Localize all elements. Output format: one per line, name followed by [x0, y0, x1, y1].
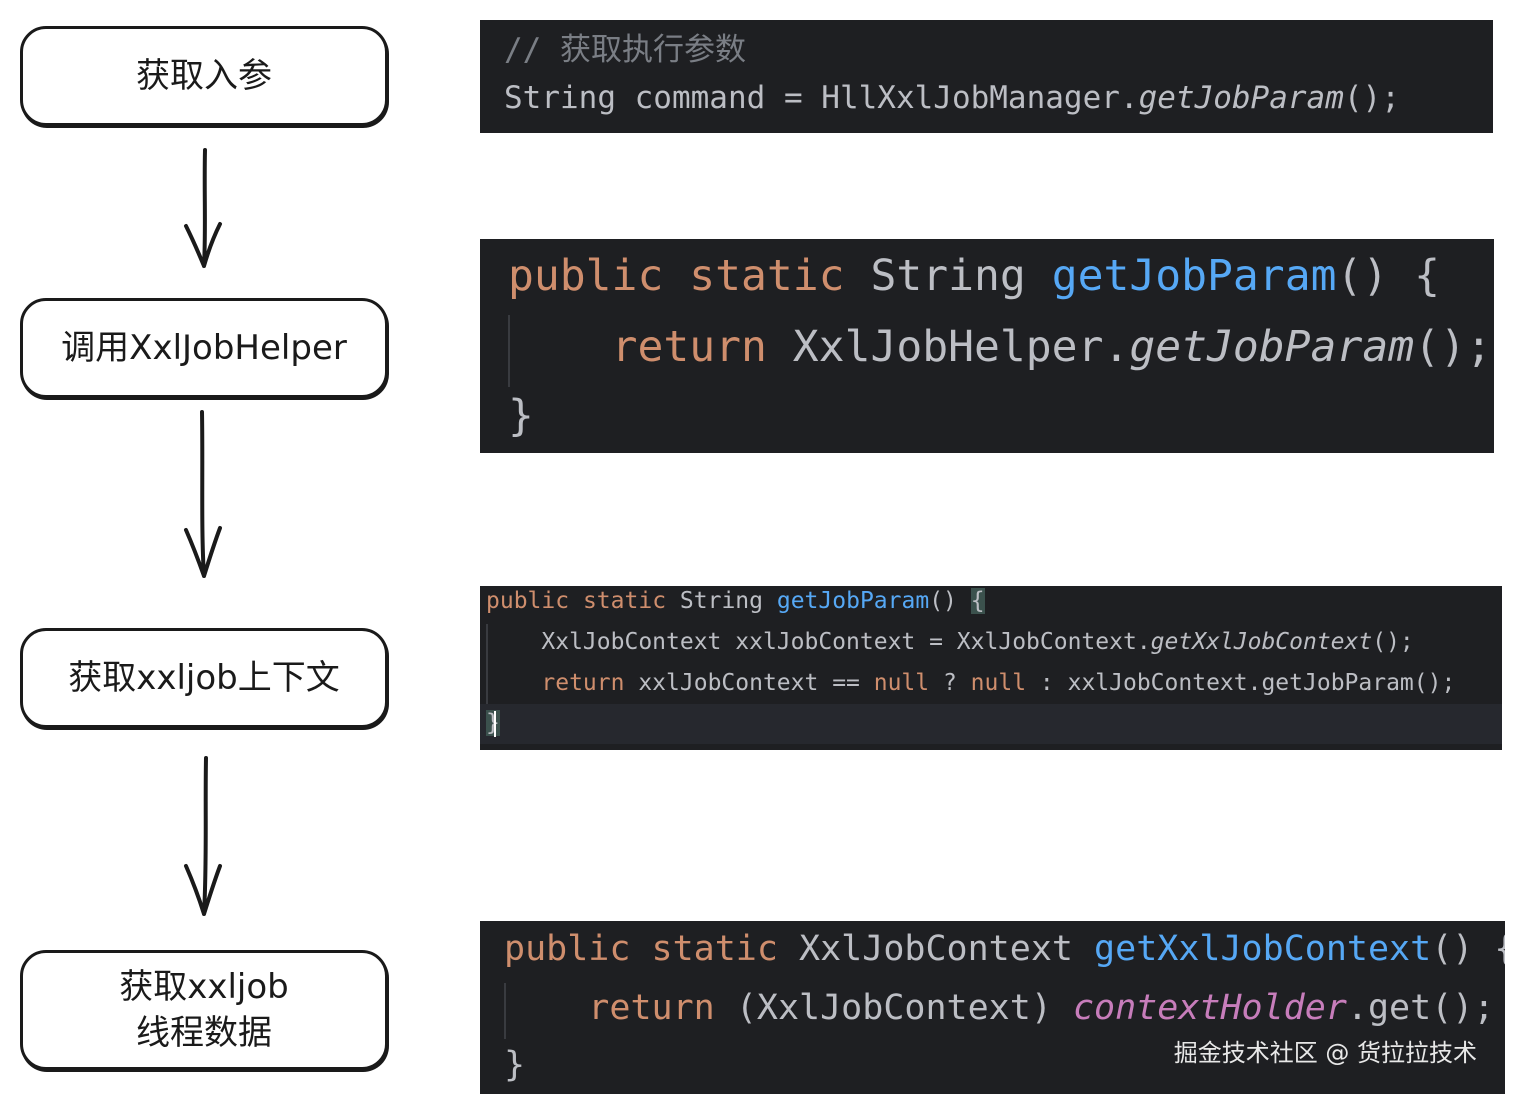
code-token: public	[504, 929, 631, 969]
code-line: public static String getJobParam() {	[508, 251, 1440, 301]
code-token: ()	[929, 588, 971, 614]
code-line: }	[504, 1045, 525, 1085]
code-panel-manager-method: public static String getJobParam() { ret…	[480, 239, 1494, 453]
code-token: : xxlJobContext.getJobParam();	[1026, 670, 1456, 696]
code-panel-call-site: // 获取执行参数 String command = HllXxlJobMana…	[480, 20, 1493, 133]
arrow-down-2	[184, 410, 222, 578]
matched-brace: {	[970, 588, 985, 614]
code-token: XxlJobContext	[799, 929, 1073, 969]
code-line: XxlJobContext xxlJobContext = XxlJobCont…	[486, 629, 1414, 655]
code-panel-context-method: public static XxlJobContext getXxlJobCon…	[480, 921, 1505, 1094]
code-token: HllXxlJobManager.	[821, 80, 1139, 116]
code-token: static	[582, 588, 667, 614]
code-line: // 获取执行参数	[504, 24, 746, 69]
code-token: return	[611, 322, 767, 372]
code-token: (XxlJobContext)	[735, 988, 1073, 1028]
code-token: ?	[929, 670, 971, 696]
code-line: return xxlJobContext == null ? null : xx…	[486, 670, 1455, 696]
code-token: ();	[1414, 322, 1492, 372]
code-token: getJobParam	[1129, 322, 1415, 372]
code-token: static	[651, 929, 778, 969]
code-token: XxlJobHelper.	[792, 322, 1130, 372]
code-panel-helper-method: public static String getJobParam() { Xxl…	[480, 586, 1502, 750]
current-line-highlight	[480, 704, 1502, 744]
code-token: }	[504, 1045, 526, 1085]
indent-guide	[508, 315, 510, 387]
code-token: ();	[1343, 80, 1400, 116]
code-token: String	[504, 80, 616, 116]
arrow-down-3	[184, 756, 222, 916]
code-token: () {	[1336, 251, 1441, 301]
code-token: static	[689, 251, 845, 301]
flow-step-label: 获取xxljob上下文	[68, 658, 340, 698]
code-token: getXxlJobContext	[1094, 929, 1432, 969]
code-token: ();	[1372, 629, 1414, 655]
code-token: command =	[615, 80, 822, 116]
code-token: null	[970, 670, 1027, 696]
code-token: XxlJobContext xxlJobContext = XxlJobCont…	[541, 629, 1151, 655]
flow-step-call-helper: 调用XxlJobHelper	[20, 298, 388, 398]
code-token: public	[486, 588, 570, 614]
code-token: getXxlJobContext	[1150, 629, 1373, 655]
code-line: return (XxlJobContext) contextHolder.get…	[504, 988, 1494, 1028]
code-line: public static XxlJobContext getXxlJobCon…	[504, 929, 1505, 969]
code-line: String command = HllXxlJobManager.getJob…	[504, 80, 1400, 116]
flow-step-label-line1: 获取xxljob	[119, 967, 289, 1007]
code-line: }	[508, 391, 534, 441]
code-token: .get();	[1346, 988, 1495, 1028]
code-line: return XxlJobHelper.getJobParam();	[508, 322, 1492, 372]
code-token: getJobParam	[1138, 80, 1344, 116]
arrow-down-1	[184, 148, 222, 268]
code-token: String	[870, 251, 1026, 301]
flow-arrows	[184, 148, 222, 916]
code-token: getJobParam	[776, 588, 930, 614]
code-token: return	[588, 988, 715, 1028]
text-cursor	[493, 710, 496, 737]
code-token: return	[541, 670, 625, 696]
flow-step-label-line2: 线程数据	[136, 1013, 272, 1053]
code-token: public	[508, 251, 664, 301]
code-token: contextHolder	[1072, 988, 1347, 1028]
code-token: getJobParam	[1051, 251, 1337, 301]
code-token: }	[508, 391, 534, 441]
code-line: public static String getJobParam() {	[486, 588, 985, 614]
code-token: null	[873, 670, 930, 696]
watermark: 掘金技术社区 @ 货拉拉技术	[1173, 1039, 1477, 1067]
code-token: String	[679, 588, 763, 614]
indent-guide	[486, 624, 488, 704]
indent-guide	[504, 983, 506, 1039]
code-line: }	[486, 710, 500, 737]
code-token: xxlJobContext ==	[624, 670, 874, 696]
flow-step-get-thread-data: 获取xxljob 线程数据	[20, 950, 388, 1070]
flow-step-get-context: 获取xxljob上下文	[20, 628, 388, 728]
code-token: () {	[1431, 929, 1505, 969]
flow-step-get-params: 获取入参	[20, 26, 388, 126]
flow-step-label: 调用XxlJobHelper	[61, 328, 347, 368]
flow-step-label: 获取入参	[136, 56, 272, 96]
code-comment: // 获取执行参数	[504, 32, 746, 68]
matched-brace: }	[486, 710, 500, 736]
